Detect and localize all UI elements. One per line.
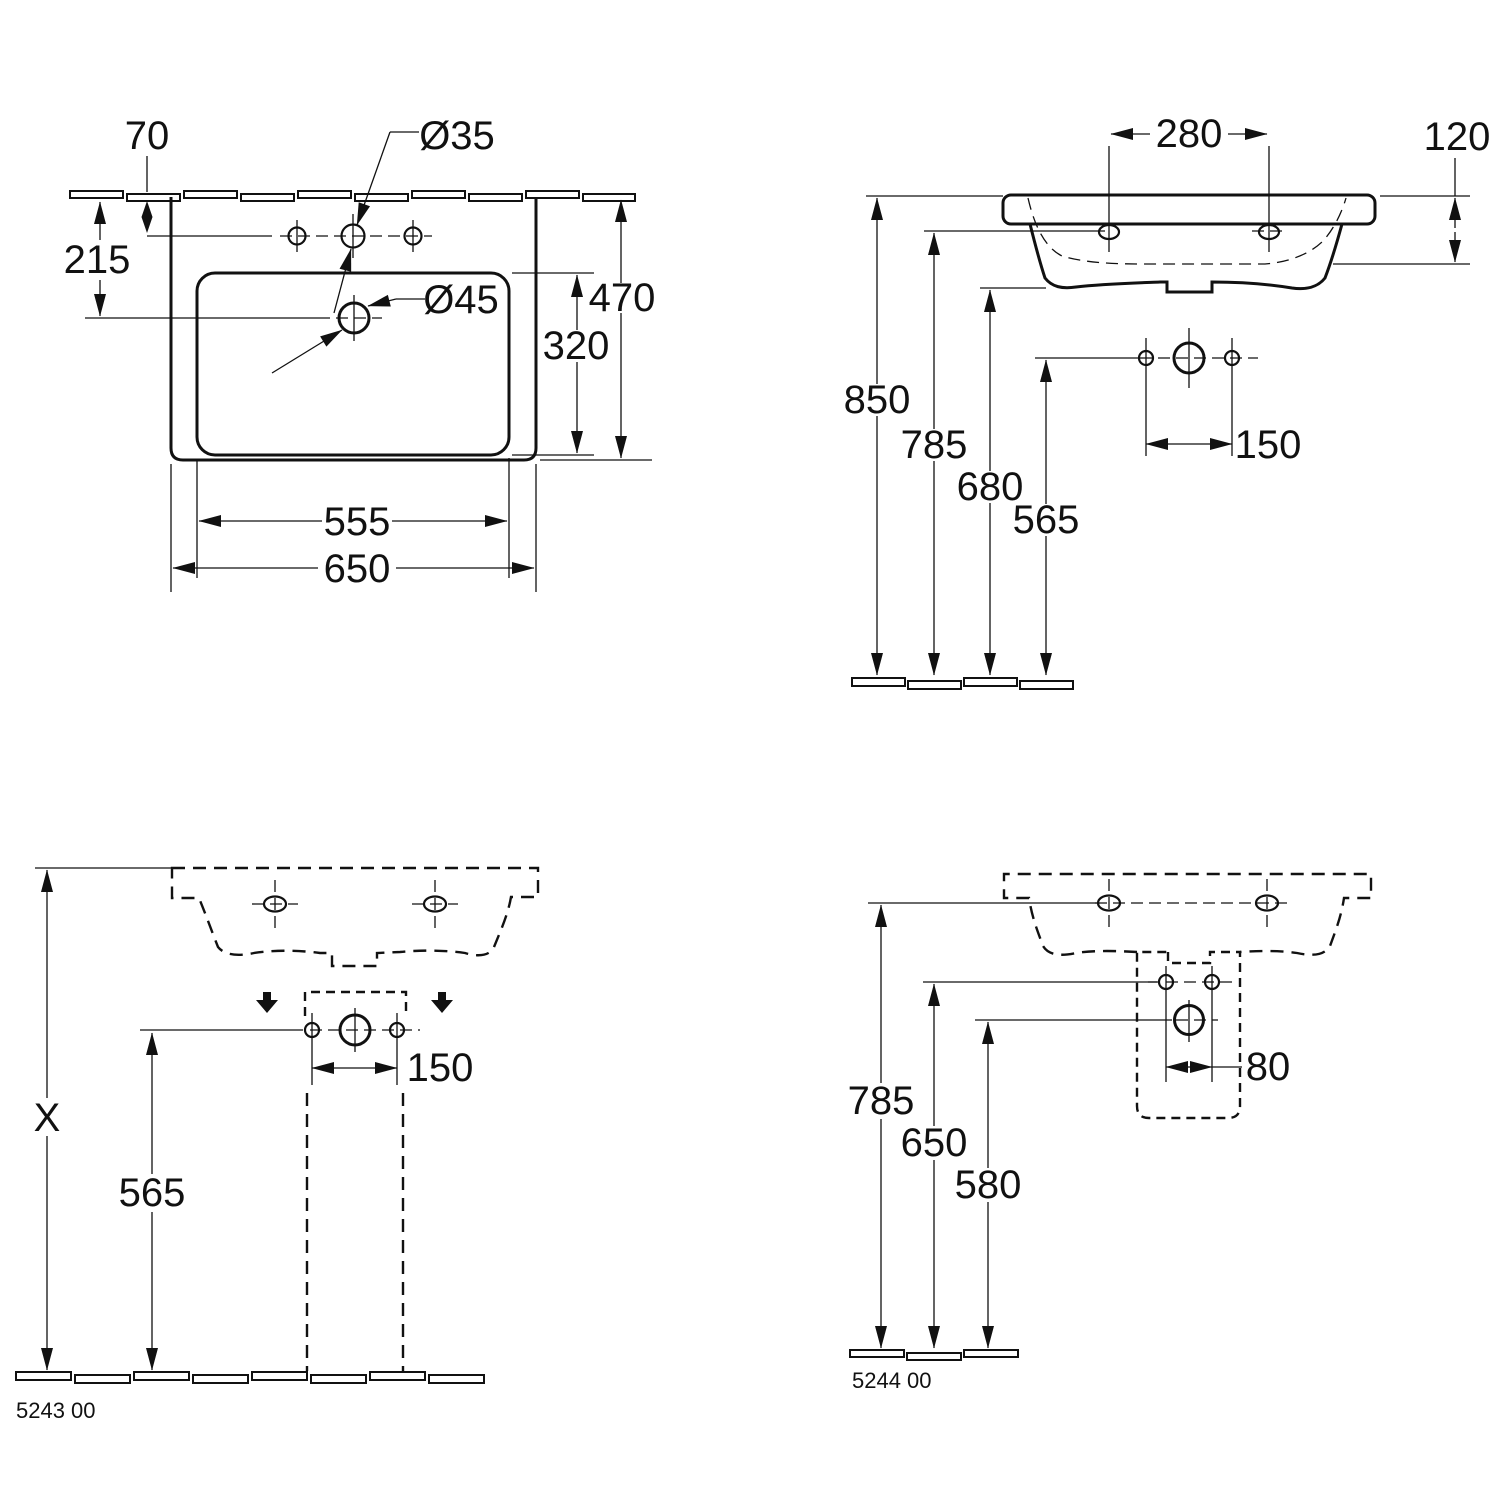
dimension-fixing-hole-height: 785 — [901, 230, 1105, 676]
fixing-holes — [252, 880, 458, 930]
dim-drain-diameter: Ø45 — [423, 278, 499, 322]
basin-hidden-outline — [1002, 872, 1373, 956]
pedestal-hidden-outline — [305, 1093, 405, 1371]
dimension-bowl-width: 555 — [196, 458, 510, 578]
dim-580-label: 580 — [955, 1163, 1022, 1207]
dimension-rim-height: 850 — [844, 195, 1003, 676]
body-outline — [1028, 223, 1344, 294]
dimension-wall-to-drain: 215 — [64, 201, 131, 317]
basin-outline — [169, 197, 538, 462]
dimension-upper-fixing-height: 650 — [901, 981, 1157, 1349]
trap-holes — [140, 1008, 420, 1085]
mounting-direction-arrows — [256, 992, 453, 1013]
dimension-rim-height-x: X — [34, 867, 172, 1371]
dimension-trap-centre-height: 565 — [119, 1032, 186, 1371]
front-view-pedestal: X 565 150 5243 00 — [15, 866, 540, 1423]
dimension-rim-to-bowl-bottom: 120 — [1333, 115, 1491, 265]
dim-785-label: 785 — [848, 1079, 915, 1123]
trap-holes — [1137, 328, 1258, 456]
dim-215-label: 215 — [64, 238, 131, 282]
product-code-pedestal: 5243 00 — [16, 1398, 96, 1423]
dimension-trap-hole-spacing: 150 — [1145, 423, 1302, 467]
dim-565-label: 565 — [1013, 498, 1080, 542]
dimension-overall-depth: 470 — [540, 199, 656, 461]
floor-hatch — [15, 1371, 485, 1384]
dimension-trap-hole-spacing: 150 — [311, 1046, 474, 1090]
leader-tap-hole-diameter: Ø35 — [333, 114, 495, 314]
dimension-body-bottom-height: 680 — [957, 287, 1046, 676]
dim-120-label: 120 — [1424, 115, 1491, 159]
dim-150-label: 150 — [407, 1046, 474, 1090]
dim-650-label: 650 — [324, 547, 391, 591]
dim-785-label: 785 — [901, 423, 968, 467]
dim-850-label: 850 — [844, 378, 911, 422]
dim-80-label: 80 — [1246, 1045, 1291, 1089]
dim-650-label: 650 — [901, 1121, 968, 1165]
leader-drain-diameter: Ø45 — [271, 278, 499, 374]
floor-hatch — [851, 677, 1074, 690]
down-arrow-icon — [256, 992, 278, 1013]
plan-view: Ø35 Ø45 70 215 320 — [64, 114, 656, 592]
dimension-fixing-hole-height: 785 — [848, 902, 1100, 1349]
dimension-fixing-spacing: 80 — [1165, 1045, 1291, 1089]
tap-fixing-box-outline — [303, 990, 408, 1016]
fixing-holes — [1097, 146, 1288, 252]
dimension-arrow — [141, 201, 153, 233]
dimension-wall-to-tap-holes: 70 — [125, 114, 170, 233]
dimension-bowl-depth: 320 — [512, 272, 610, 456]
dim-555-label: 555 — [324, 500, 391, 544]
basin-hidden-outline — [170, 866, 540, 968]
bowl-outline — [195, 271, 511, 457]
dimension-overall-width: 650 — [170, 464, 537, 592]
dimension-trap-centre-height: 565 — [1013, 357, 1138, 676]
bowl-hidden-outline — [1027, 197, 1347, 265]
dim-280-label: 280 — [1156, 112, 1223, 156]
dim-320-label: 320 — [543, 324, 610, 368]
dimension-fixing-hole-spacing: 280 — [1110, 112, 1268, 156]
dim-565-label: 565 — [119, 1171, 186, 1215]
down-arrow-icon — [431, 992, 453, 1013]
product-code-shroud: 5244 00 — [852, 1368, 932, 1393]
tap-holes — [147, 214, 432, 258]
dim-150-label: 150 — [1235, 423, 1302, 467]
dimension-drain-centre-height: 580 — [955, 1019, 1172, 1349]
fixing-and-drain-holes — [1148, 966, 1235, 1082]
siphon-cover-outline — [1135, 950, 1242, 1120]
floor-hatch — [849, 1349, 1019, 1361]
fixing-holes — [1095, 879, 1290, 929]
dim-470-label: 470 — [589, 276, 656, 320]
side-elevation-view: 280 120 850 785 68 — [844, 112, 1491, 690]
wall-hatch — [69, 190, 636, 202]
dim-x-label: X — [34, 1096, 61, 1140]
dim-tap-hole-diameter: Ø35 — [419, 114, 495, 158]
rim-slab-outline — [1001, 193, 1377, 226]
front-view-shroud: 785 650 580 80 5244 00 — [848, 872, 1373, 1393]
drain-hole — [85, 295, 382, 341]
dim-680-label: 680 — [957, 465, 1024, 509]
dim-70-label: 70 — [125, 114, 170, 158]
